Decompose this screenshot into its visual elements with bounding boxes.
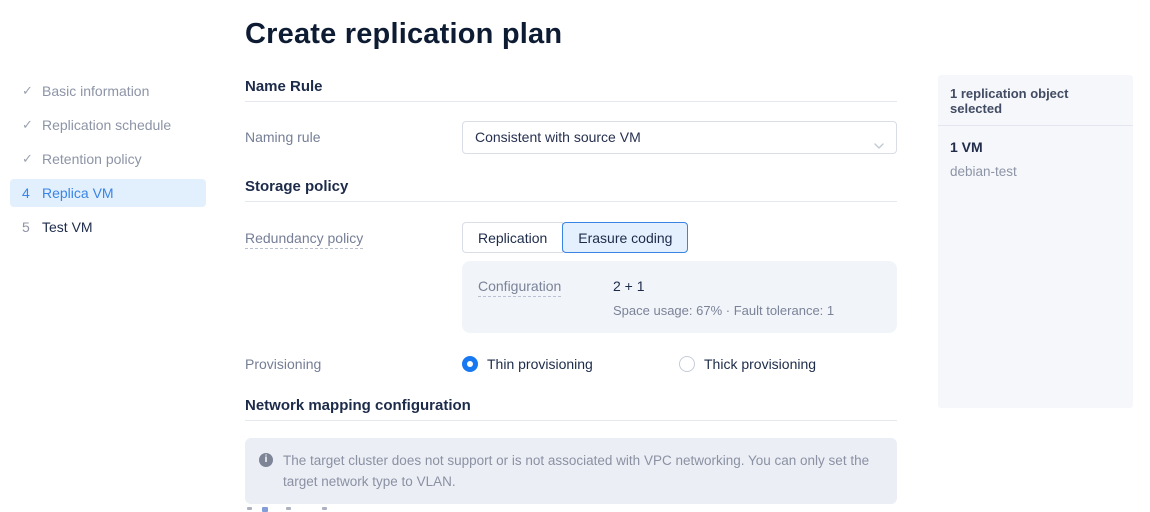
erasure-coding-option-button[interactable]: Erasure coding <box>562 222 689 253</box>
naming-rule-selected-value: Consistent with source VM <box>475 129 641 145</box>
step-retention-policy[interactable]: ✓ Retention policy <box>10 145 206 173</box>
step-number: 5 <box>22 219 30 235</box>
check-icon: ✓ <box>22 151 33 166</box>
step-label: Retention policy <box>42 151 142 167</box>
configuration-term[interactable]: Configuration <box>478 278 562 297</box>
replication-objects-header: 1 replication object selected <box>938 75 1133 126</box>
vpc-info-text: The target cluster does not support or i… <box>283 453 870 489</box>
vm-name: debian-test <box>950 164 1017 179</box>
chevron-down-icon <box>873 132 885 163</box>
provisioning-radio-group: Thin provisioning Thick provisioning <box>462 356 816 372</box>
redundancy-policy-term[interactable]: Redundancy policy <box>245 230 364 249</box>
naming-rule-select[interactable]: Consistent with source VM <box>462 121 897 154</box>
replication-objects-body: 1 VM debian-test <box>938 126 1133 192</box>
wizard-steps-sidebar: ✓ Basic information ✓ Replication schedu… <box>0 77 225 247</box>
step-replica-vm[interactable]: 4 Replica VM <box>10 179 206 207</box>
naming-rule-label: Naming rule <box>245 129 321 145</box>
redundancy-policy-row: Redundancy policy Replication Erasure co… <box>245 222 897 333</box>
step-replication-schedule[interactable]: ✓ Replication schedule <box>10 111 206 139</box>
replication-objects-panel: 1 replication object selected 1 VM debia… <box>938 75 1133 408</box>
provisioning-row: Provisioning Thin provisioning Thick pro… <box>245 356 897 372</box>
thin-provisioning-radio[interactable]: Thin provisioning <box>462 356 679 372</box>
radio-selected-icon <box>462 356 478 372</box>
vpc-info-banner: i The target cluster does not support or… <box>245 438 897 504</box>
main-form: Create replication plan Name Rule Naming… <box>245 0 897 504</box>
thick-provisioning-radio[interactable]: Thick provisioning <box>679 356 816 372</box>
configuration-details: Space usage: 67% · Fault tolerance: 1 <box>613 303 835 318</box>
vm-group-label: 1 VM <box>950 139 983 155</box>
check-icon: ✓ <box>22 83 33 98</box>
check-icon: ✓ <box>22 117 33 132</box>
step-number: 4 <box>22 185 30 201</box>
step-label: Replica VM <box>42 185 114 201</box>
radio-label: Thin provisioning <box>487 356 593 372</box>
step-label: Basic information <box>42 83 150 99</box>
info-circle-icon: i <box>259 453 273 467</box>
naming-rule-row: Naming rule Consistent with source VM <box>245 121 897 154</box>
replication-option-button[interactable]: Replication <box>462 222 564 253</box>
redundancy-segmented-control: Replication Erasure coding <box>462 222 689 253</box>
radio-unselected-icon <box>679 356 695 372</box>
provisioning-label: Provisioning <box>245 356 322 372</box>
radio-label: Thick provisioning <box>704 356 817 372</box>
step-basic-information[interactable]: ✓ Basic information <box>10 77 206 105</box>
configuration-value: 2 + 1 <box>613 278 645 294</box>
section-storage-policy: Storage policy <box>245 178 897 202</box>
page-title: Create replication plan <box>245 18 563 50</box>
step-test-vm[interactable]: 5 Test VM <box>10 213 206 241</box>
step-label: Test VM <box>42 219 93 235</box>
step-label: Replication schedule <box>42 117 172 133</box>
clipped-next-section-heading <box>245 505 365 512</box>
section-name-rule: Name Rule <box>245 78 897 102</box>
redundancy-policy-label: Redundancy policy <box>245 222 462 333</box>
erasure-coding-config-box: Configuration 2 + 1 Space usage: 67% · F… <box>462 261 897 333</box>
section-network-mapping: Network mapping configuration <box>245 397 897 421</box>
